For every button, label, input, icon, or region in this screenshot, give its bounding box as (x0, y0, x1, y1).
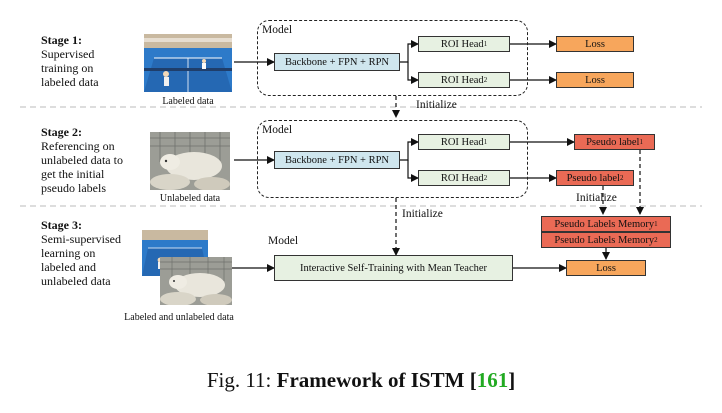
stage3-line: learning on (41, 246, 96, 260)
unlabeled-data-image (150, 132, 230, 190)
stage2-model-container (257, 120, 528, 198)
figure-caption: Fig. 11: Framework of ISTM [161] (0, 368, 722, 393)
labeled-data-caption: Labeled data (162, 96, 214, 107)
initialize-label-2: Initialize (402, 208, 443, 220)
pseudo-labels-memory-2-text: Pseudo Labels Memory (554, 234, 655, 246)
stage2-title: Stage 2: (41, 125, 82, 139)
pseudo-label-2-subscript: 2 (619, 174, 624, 182)
stage2-backbone-label: Backbone + FPN + RPN (284, 154, 389, 166)
stage1-loss-2-label: Loss (585, 74, 605, 86)
stage1-roi-head-1-label: ROI Head (440, 38, 484, 50)
stage2-line: get the initial (41, 167, 105, 181)
stage2-roi-head-2-label: ROI Head (440, 172, 484, 184)
arrow-backbone1-to-roi2 (407, 62, 419, 84)
stage1-roi-head-1-subscript: 1 (483, 40, 488, 48)
stage2-roi-head-1-label: ROI Head (440, 136, 484, 148)
stage2-model-label: Model (262, 124, 293, 136)
arrow-backbone2-to-roi2 (407, 160, 419, 182)
stage1-model-container (257, 20, 528, 96)
stage2-description: Stage 2: Referencing on unlabeled data t… (41, 125, 123, 195)
labeled-data-image (144, 34, 232, 92)
stage1-loss-1-label: Loss (585, 38, 605, 50)
caption-prefix: Fig. 11: (206, 368, 277, 392)
arrow-backbone1-to-roi1 (400, 40, 419, 63)
stage2-roi-head-2-subscript: 2 (483, 174, 488, 182)
caption-suffix: ] (508, 368, 516, 392)
stage1-backbone-label: Backbone + FPN + RPN (284, 56, 389, 68)
stage3-loss-box: Loss (566, 260, 646, 276)
caption-title: Framework of ISTM [ (276, 368, 477, 392)
pseudo-labels-memory-2-subscript: 2 (654, 236, 658, 244)
stage3-line: labeled and (41, 260, 96, 274)
initialize-label-3: Initialize (576, 192, 617, 204)
pseudo-labels-memory-1-subscript: 1 (654, 220, 658, 228)
stage3-description: Stage 3: Semi-supervised learning on lab… (41, 218, 121, 288)
stage2-line: unlabeled data to (41, 153, 123, 167)
pseudo-label-1-subscript: 1 (639, 138, 643, 146)
stage3-title: Stage 3: (41, 218, 82, 232)
stage1-model-label: Model (262, 24, 293, 36)
stage1-loss-2-box: Loss (556, 72, 634, 88)
stage2-line: Referencing on (41, 139, 115, 153)
stage3-line: Semi-supervised (41, 232, 121, 246)
caption-reference-link[interactable]: 161 (476, 368, 509, 392)
ist-mean-teacher-label: Interactive Self-Training with Mean Teac… (299, 262, 488, 274)
stage1-line: training on (41, 61, 94, 75)
stage3-loss-label: Loss (596, 262, 616, 274)
labeled-and-unlabeled-caption: Labeled and unlabeled data (124, 312, 234, 323)
stage2-roi-head-1-subscript: 1 (483, 138, 488, 146)
stage1-description: Stage 1: Supervised training on labeled … (41, 33, 99, 89)
stage3-line: unlabeled data (41, 274, 111, 288)
pseudo-labels-memory-1-text: Pseudo Labels Memory (554, 218, 655, 230)
stage1-title: Stage 1: (41, 33, 82, 47)
stage3-model-label: Model (268, 235, 299, 247)
pseudo-label-1-text: Pseudo label (586, 136, 640, 148)
arrow-backbone2-to-roi1 (400, 138, 419, 161)
stage1-line: labeled data (41, 75, 99, 89)
stage1-line: Supervised (41, 47, 95, 61)
initialize-label-1: Initialize (416, 99, 457, 111)
stage1-backbone-box: Backbone + FPN + RPN (274, 53, 400, 71)
unlabeled-image-thumbnail (160, 257, 232, 305)
stage1-loss-1-box: Loss (556, 36, 634, 52)
stage1-roi-head-2-label: ROI Head (440, 74, 484, 86)
stage2-line: pseudo labels (41, 181, 106, 195)
unlabeled-data-caption: Unlabeled data (159, 193, 221, 204)
stage2-backbone-box: Backbone + FPN + RPN (274, 151, 400, 169)
pseudo-label-2-text: Pseudo label (566, 172, 620, 184)
ist-mean-teacher-box: Interactive Self-Training with Mean Teac… (274, 255, 513, 281)
stage1-roi-head-2-subscript: 2 (483, 76, 488, 84)
